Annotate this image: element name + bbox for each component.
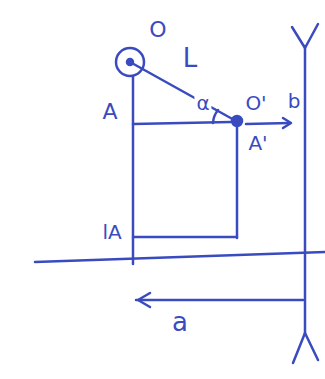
- stick-figure: [293, 333, 318, 363]
- angle-label: α: [194, 92, 211, 114]
- arrow-head: [283, 118, 291, 128]
- bob-dot: [232, 116, 242, 126]
- ground-line: [35, 252, 325, 262]
- horizontal-line: [133, 122, 231, 124]
- point-label: A: [100, 100, 119, 124]
- arrow-head: [138, 293, 150, 307]
- dimension-label: a: [170, 308, 190, 337]
- point-label: A': [246, 132, 269, 154]
- dimension-line: [136, 299, 303, 302]
- height-label: lA: [100, 221, 123, 243]
- vertical-line: [236, 127, 239, 238]
- length-label: L: [181, 44, 200, 73]
- point-label: O: [147, 18, 168, 42]
- arrow-line: [246, 123, 290, 124]
- point-label: O': [243, 92, 268, 114]
- horizontal-line: [133, 236, 237, 239]
- distance-label: b: [286, 90, 303, 112]
- stick-figure: [292, 24, 318, 48]
- angle-arc: [213, 110, 218, 123]
- stick-figure: [304, 46, 307, 335]
